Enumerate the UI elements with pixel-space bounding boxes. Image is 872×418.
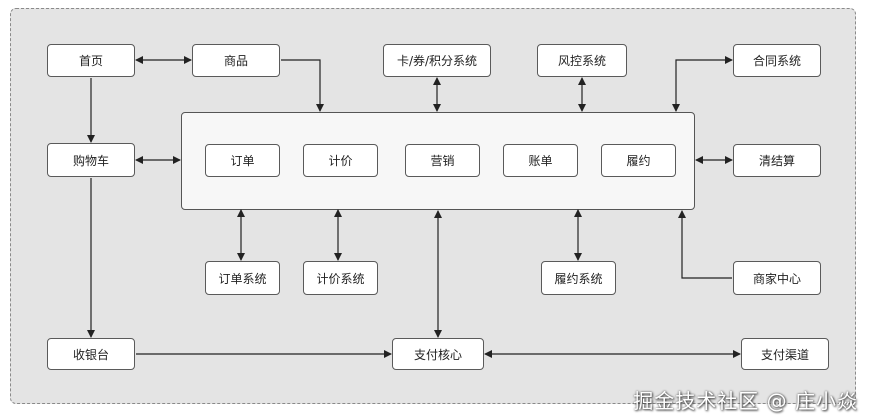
edge-product-core xyxy=(281,59,324,112)
watermark-text: 掘金技术社区 @ 庄小焱 xyxy=(633,389,858,413)
node-cart: 购物车 xyxy=(47,143,135,177)
core-fulfillment: 履约 xyxy=(601,144,676,177)
core-bill: 账单 xyxy=(503,144,578,177)
core-pricing: 计价 xyxy=(303,144,378,177)
core-marketing: 营销 xyxy=(405,144,480,177)
node-cashier: 收银台 xyxy=(47,338,135,370)
edge-contract-core xyxy=(672,56,733,112)
node-pricing-system: 计价系统 xyxy=(303,261,378,295)
node-merchant-center: 商家中心 xyxy=(733,261,821,295)
node-product: 商品 xyxy=(192,44,280,77)
core-order: 订单 xyxy=(205,144,280,177)
node-risk-control: 风控系统 xyxy=(537,44,627,77)
node-clearing-settlement: 清结算 xyxy=(733,144,821,177)
node-payment-core: 支付核心 xyxy=(392,338,484,370)
edge-merchant-core xyxy=(678,210,732,279)
node-payment-channel: 支付渠道 xyxy=(741,338,829,370)
node-contract: 合同系统 xyxy=(733,44,821,77)
node-fulfillment-system: 履约系统 xyxy=(541,261,616,295)
node-home: 首页 xyxy=(47,44,135,77)
node-card-coupon-points: 卡/券/积分系统 xyxy=(383,44,491,77)
node-order-system: 订单系统 xyxy=(205,261,280,295)
